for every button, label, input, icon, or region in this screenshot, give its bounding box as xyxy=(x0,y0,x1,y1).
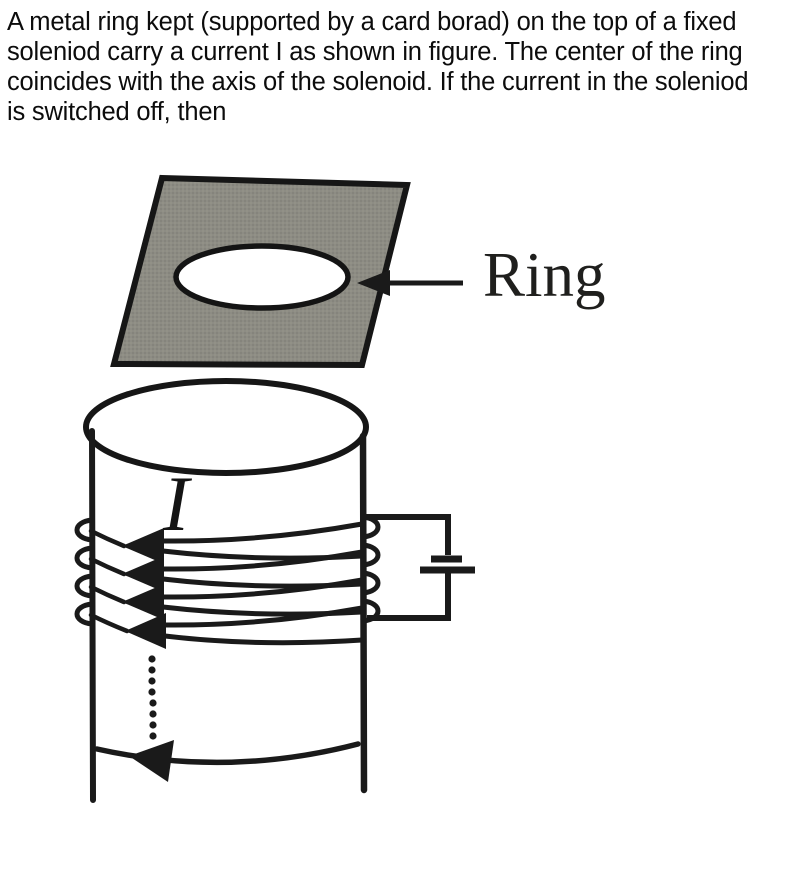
ring-pointer-arrow xyxy=(357,270,463,296)
dot xyxy=(148,655,156,663)
circuit-wire-top xyxy=(366,514,451,555)
coil-left-loops xyxy=(74,517,95,627)
ring-hole-ellipse xyxy=(173,243,351,311)
cardboard-sheet xyxy=(110,174,411,369)
dot xyxy=(149,732,157,740)
coil-right-loop-3 xyxy=(360,570,381,596)
question-line-4: is switched off, then xyxy=(7,98,227,126)
current-arrowhead-4 xyxy=(125,613,166,649)
dot xyxy=(149,699,157,707)
ring-label: Ring xyxy=(483,240,606,310)
coil-wire xyxy=(162,633,365,646)
coil-wire xyxy=(88,556,127,577)
dot xyxy=(149,721,157,729)
circuit-wire-bottom xyxy=(367,573,451,621)
coil-wire xyxy=(88,528,127,549)
solenoid-cylinder xyxy=(83,378,369,803)
question-line-1: A metal ring kept (supported by a card b… xyxy=(7,8,737,36)
bottom-winding-wire xyxy=(94,741,361,766)
question-line-2: soleniod carry a current I as shown in f… xyxy=(7,38,743,66)
dot xyxy=(149,710,157,718)
coil-turn-4 xyxy=(88,605,365,649)
battery-circuit xyxy=(366,514,475,621)
coil-wire xyxy=(88,612,130,634)
dot xyxy=(148,688,156,696)
current-arrowhead-1 xyxy=(122,528,164,564)
current-arrowhead-2 xyxy=(122,556,164,592)
ring-pointer-arrowhead xyxy=(357,270,390,296)
coil-left-loop-2 xyxy=(74,545,95,571)
coil-left-loop-1 xyxy=(74,517,95,543)
coil-left-loop-4 xyxy=(74,601,95,627)
solenoid-top-ellipse xyxy=(83,378,369,476)
coil-right-loop-2 xyxy=(360,542,381,568)
bottom-current-arrowhead xyxy=(129,740,174,782)
coil-wire xyxy=(160,549,365,572)
question-text: A metal ring kept (supported by a card b… xyxy=(7,7,800,127)
coil-wire xyxy=(160,577,365,600)
hidden-wire-dotted-line xyxy=(148,655,157,740)
dot xyxy=(148,666,156,674)
coil-left-loop-3 xyxy=(74,573,95,599)
current-arrowhead-3 xyxy=(122,584,164,620)
current-label: I xyxy=(162,460,193,547)
coil-wire xyxy=(88,584,127,605)
coil-windings xyxy=(74,514,381,649)
coil-wire xyxy=(160,605,365,628)
coil-wire xyxy=(160,521,365,544)
bottom-winding xyxy=(94,740,361,782)
question-line-3: coincides with the axis of the solenoid.… xyxy=(7,68,749,96)
dot xyxy=(148,677,156,685)
